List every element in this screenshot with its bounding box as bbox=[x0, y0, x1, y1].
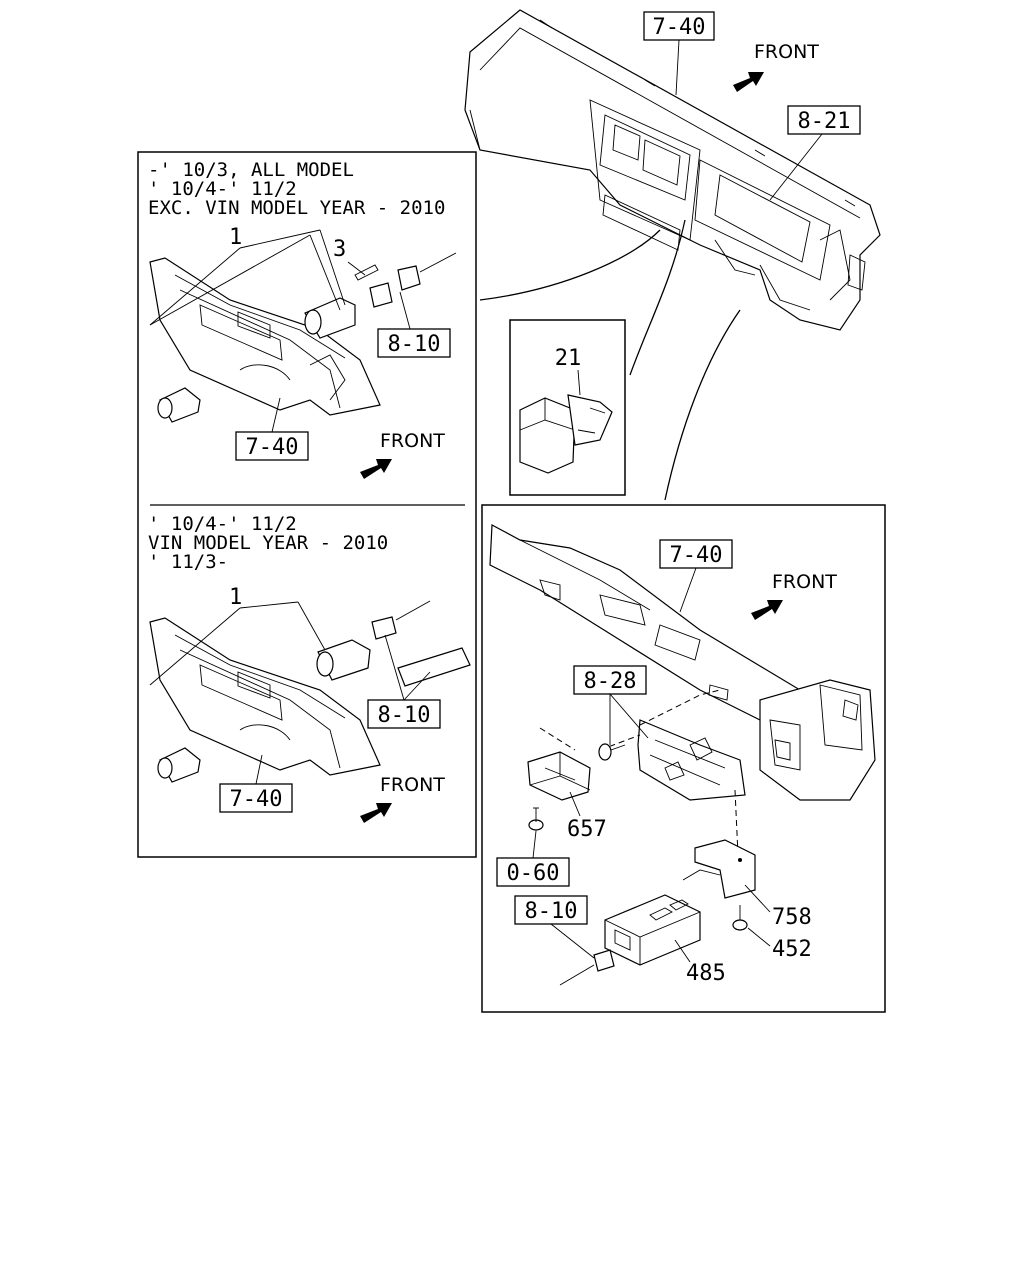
part-21-switch bbox=[519, 394, 613, 474]
part-657-label: 657 bbox=[567, 817, 607, 842]
note-upper-line2: ' 10/4-' 11/2 bbox=[148, 178, 297, 200]
part-452-label: 452 bbox=[772, 937, 812, 962]
note-lower-line2: VIN MODEL YEAR - 2010 bbox=[148, 532, 388, 554]
ref-box-0-60 bbox=[496, 857, 570, 887]
part-657-clip bbox=[527, 751, 591, 801]
instrument-panel-frame-beam bbox=[489, 524, 876, 801]
upper-switch-assembly bbox=[149, 234, 457, 423]
ref-box-8-21 bbox=[787, 105, 861, 135]
front-arrow-upper-icon bbox=[360, 459, 392, 479]
part-485-label: 485 bbox=[686, 961, 726, 986]
screw-8-28 bbox=[598, 743, 626, 761]
leader-to-upper-box bbox=[479, 229, 661, 301]
ref-7-40-top: 7-40 bbox=[653, 15, 706, 40]
bolt-0-60 bbox=[528, 807, 544, 831]
screw-452 bbox=[732, 905, 748, 931]
front-arrow-right-icon bbox=[751, 600, 783, 620]
note-upper-line3: EXC. VIN MODEL YEAR - 2010 bbox=[148, 197, 445, 219]
right-panel-frame bbox=[481, 504, 886, 1013]
leader-to-part-21 bbox=[629, 219, 686, 376]
ref-8-21: 8-21 bbox=[798, 109, 851, 134]
ref-8-10-lower: 8-10 bbox=[378, 703, 431, 728]
leader-to-right-box bbox=[664, 309, 741, 501]
ref-box-8-10-right bbox=[514, 895, 588, 925]
part-485-module bbox=[604, 894, 701, 966]
dashboard-assembly bbox=[464, 9, 881, 331]
ref-0-60: 0-60 bbox=[507, 861, 560, 886]
part-21-frame bbox=[509, 319, 626, 496]
part-3-upper: 3 bbox=[333, 237, 346, 262]
ref-8-10-right: 8-10 bbox=[525, 899, 578, 924]
ref-7-40-upper: 7-40 bbox=[246, 435, 299, 460]
ref-7-40-lower: 7-40 bbox=[230, 787, 283, 812]
ref-box-8-28 bbox=[573, 665, 647, 695]
ref-8-28: 8-28 bbox=[584, 669, 637, 694]
note-lower-line3: ' 11/3- bbox=[148, 551, 228, 573]
ref-box-7-40-upper bbox=[235, 431, 309, 461]
front-arrow-lower-icon bbox=[360, 803, 392, 823]
ref-box-8-10-upper bbox=[377, 328, 451, 358]
ref-box-8-10-lower bbox=[367, 699, 441, 729]
ref-7-40-right: 7-40 bbox=[670, 543, 723, 568]
front-label-main: FRONT bbox=[754, 41, 819, 63]
lower-switch-assembly bbox=[149, 600, 471, 783]
ref-box-7-40-right bbox=[659, 539, 733, 569]
part-21-label: 21 bbox=[555, 346, 582, 371]
part-1-lower: 1 bbox=[229, 585, 242, 610]
connector-8-10-right bbox=[559, 949, 615, 986]
part-758-label: 758 bbox=[772, 905, 812, 930]
front-label-right: FRONT bbox=[772, 571, 837, 593]
left-panel-frame bbox=[137, 151, 477, 858]
part-758-bracket bbox=[682, 839, 756, 899]
front-label-upper: FRONT bbox=[380, 430, 445, 452]
part-1-upper: 1 bbox=[229, 225, 242, 250]
note-upper-line1: -' 10/3, ALL MODEL bbox=[148, 159, 354, 181]
front-arrow-main-icon bbox=[733, 72, 764, 92]
note-lower-line1: ' 10/4-' 11/2 bbox=[148, 513, 297, 535]
ref-8-10-upper: 8-10 bbox=[388, 332, 441, 357]
front-label-lower: FRONT bbox=[380, 774, 445, 796]
mounting-bracket bbox=[539, 689, 746, 856]
ref-box-7-40-lower bbox=[219, 783, 293, 813]
